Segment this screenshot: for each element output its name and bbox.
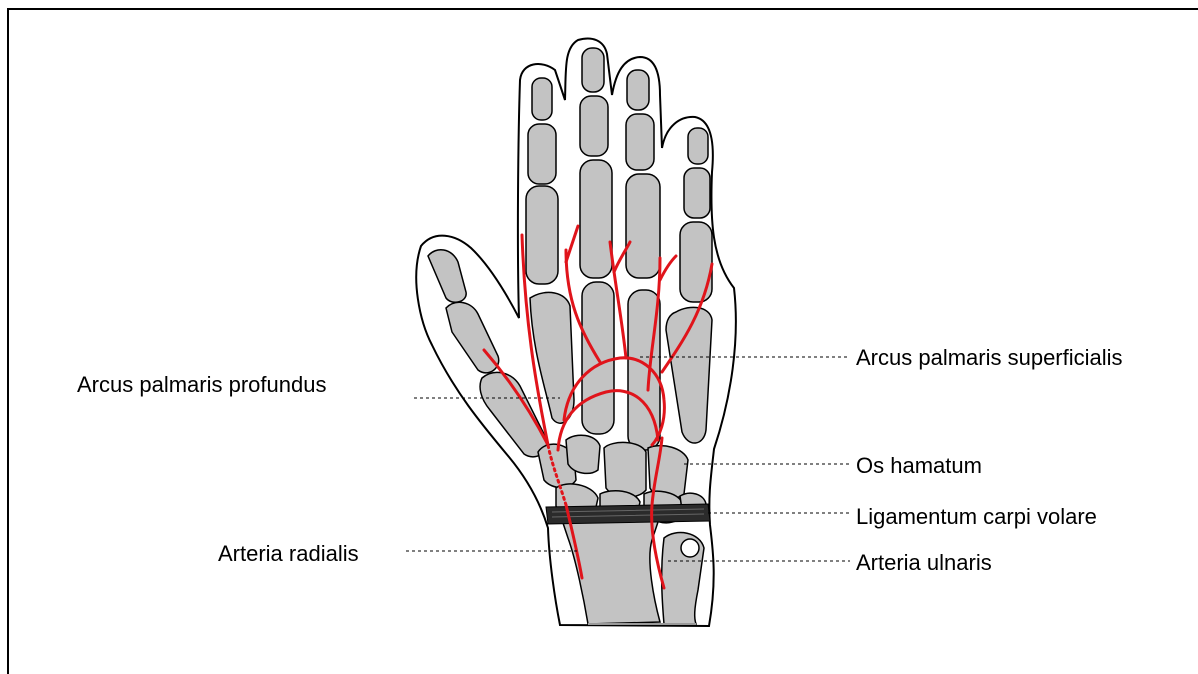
bone-little-middle [684,168,710,218]
bone-little-distal [688,128,708,164]
bone-ring-distal [627,70,649,110]
bone-ring-proximal [626,174,660,278]
bone-trapezoid [566,435,600,473]
bone-index-proximal [526,186,558,284]
bone-ring-middle [626,114,654,170]
bone-index-distal [532,78,552,120]
label-arteria-radialis: Arteria radialis [218,541,359,567]
label-arcus-palmaris-superficialis: Arcus palmaris superficialis [856,345,1123,371]
bone-middle-middle [580,96,608,156]
label-os-hamatum: Os hamatum [856,453,982,479]
bone-index-middle [528,124,556,184]
bone-middle-proximal [580,160,612,278]
bone-ulna-head [681,539,699,557]
bone-capitate [604,442,646,497]
label-ligamentum-carpi-volare: Ligamentum carpi volare [856,504,1097,530]
bone-middle-distal [582,48,604,92]
label-arcus-palmaris-profundus: Arcus palmaris profundus [77,372,326,398]
label-arteria-ulnaris: Arteria ulnaris [856,550,992,576]
